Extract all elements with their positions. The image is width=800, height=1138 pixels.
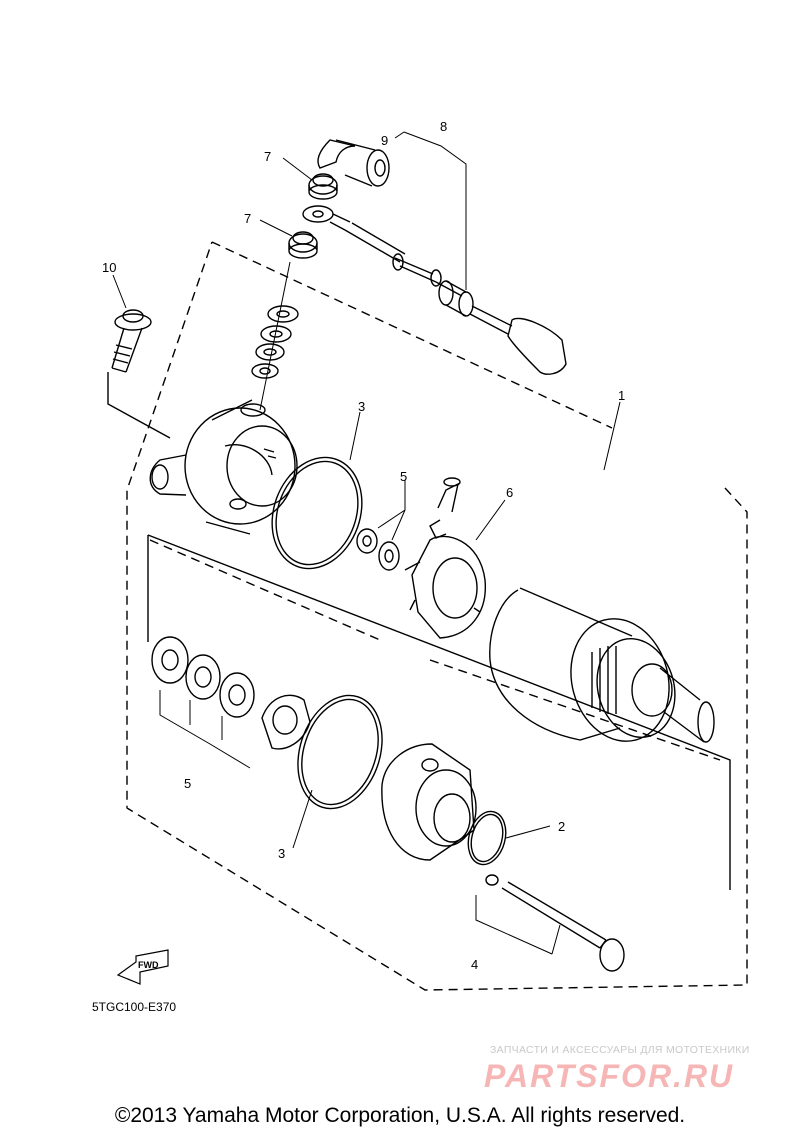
callout-6: 6 [506,485,513,500]
callout-4: 4 [471,957,478,972]
o-ring-3-lower [297,694,383,810]
washers-5-upper [356,484,406,571]
washer-stack [251,261,299,411]
bolt-10 [107,309,171,439]
callout-7-lower: 7 [244,211,251,226]
leader-lines [112,131,621,849]
copyright-notice: ©2013 Yamaha Motor Corporation, U.S.A. A… [114,1104,686,1127]
callout-3-upper: 3 [358,399,365,414]
callout-8: 8 [440,119,447,134]
lead-wire-8 [302,139,567,375]
callout-10: 10 [102,260,116,275]
brush-holder-6 [404,477,486,639]
callout-7-upper: 7 [264,149,271,164]
callout-3-lower: 3 [278,846,285,861]
o-ring-2 [467,810,507,866]
fwd-label: FWD [138,960,159,970]
lock-plate [261,694,311,750]
part-code: 5TGC100-E370 [92,1000,176,1014]
callout-5-upper: 5 [400,469,407,484]
watermark-caption: ЗАПЧАСТИ И АКСЕССУАРЫ ДЛЯ МОТОТЕХНИКИ [490,1044,750,1056]
callout-5-lower: 5 [184,776,191,791]
nut-7-upper [308,173,338,200]
watermark-logo: PARTSFOR.RU [484,1058,735,1094]
nut-7-lower [288,231,318,259]
rear-cover [381,743,477,861]
washers-5-lower [151,636,255,769]
assembly-boundary-inner [149,539,721,761]
fwd-arrow-icon: FWD [116,949,169,985]
left-frame [147,534,731,890]
bolt-4 [475,874,625,972]
front-cover [149,399,298,535]
armature [489,587,715,743]
o-ring-3-upper [271,456,363,570]
callout-2: 2 [558,819,565,834]
callout-9: 9 [381,133,388,148]
callout-1: 1 [618,388,625,403]
assembly-boundary [126,241,748,991]
